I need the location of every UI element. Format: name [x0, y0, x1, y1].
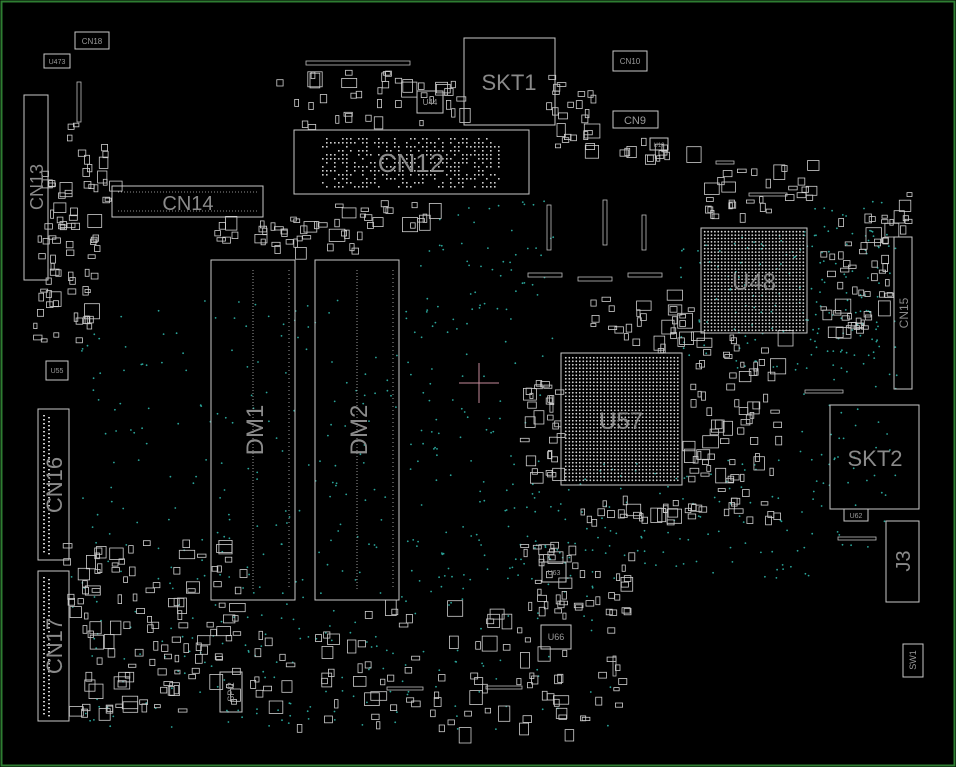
- component-sw1[interactable]: SW1: [902, 643, 924, 678]
- component-u12[interactable]: U12: [649, 137, 669, 151]
- component-u57[interactable]: U57: [560, 352, 683, 486]
- component-u55[interactable]: U55: [45, 360, 69, 381]
- component-cn14[interactable]: CN14: [111, 185, 264, 218]
- component-cn16[interactable]: CN16: [37, 408, 70, 561]
- component-u48[interactable]: U48: [700, 227, 808, 334]
- component-cn17[interactable]: CN17: [37, 570, 70, 722]
- component-label-cn17: CN17: [42, 618, 67, 674]
- component-u66[interactable]: U66: [540, 624, 572, 650]
- component-label-cn15: CN15: [897, 297, 911, 328]
- component-label-u63: U63: [548, 570, 561, 577]
- component-label-dm1: DM1: [242, 405, 269, 456]
- component-cn12[interactable]: CN12: [293, 129, 530, 195]
- component-label-dm2: DM2: [346, 405, 373, 456]
- slim-parts: [76, 60, 877, 691]
- component-dm2[interactable]: DM2: [314, 259, 400, 601]
- crosshair-cursor: [459, 363, 499, 403]
- component-dm1[interactable]: DM1: [210, 259, 296, 601]
- component-label-u66: U66: [548, 632, 565, 642]
- component-label-u12: U12: [653, 143, 665, 149]
- component-skt1[interactable]: SKT1: [463, 37, 556, 126]
- component-label-cn13: CN13: [27, 164, 47, 210]
- component-label-sw1: SW1: [908, 650, 918, 670]
- component-label-cn16: CN16: [42, 457, 67, 513]
- component-cn9[interactable]: CN9: [612, 110, 659, 129]
- component-label-u473: U473: [49, 59, 66, 66]
- component-label-u62: U62: [850, 513, 863, 520]
- smd-parts: [33, 69, 913, 744]
- component-u473[interactable]: U473: [43, 53, 71, 69]
- component-label-j3: J3: [893, 550, 915, 571]
- component-j3[interactable]: J3: [885, 520, 920, 603]
- component-label-cn9: CN9: [624, 115, 646, 127]
- component-u44[interactable]: U44: [416, 90, 444, 114]
- component-label-cn10: CN10: [620, 57, 641, 66]
- component-label-u57: U57: [599, 408, 643, 435]
- component-spi2[interactable]: SPI2: [219, 671, 243, 713]
- component-label-u44: U44: [423, 98, 438, 107]
- component-label-skt2: SKT2: [847, 446, 902, 471]
- component-label-skt1: SKT1: [481, 70, 536, 95]
- component-label-spi2: SPI2: [226, 682, 236, 702]
- component-cn13[interactable]: CN13: [23, 94, 49, 281]
- component-cn18[interactable]: CN18: [74, 31, 110, 50]
- component-cn15[interactable]: CN15: [893, 236, 913, 390]
- component-label-cn14: CN14: [162, 193, 213, 215]
- component-label-u48: U48: [732, 269, 776, 296]
- via-field: [60, 200, 898, 730]
- component-label-u55: U55: [51, 368, 64, 375]
- component-u62[interactable]: U62: [843, 508, 869, 522]
- component-skt2[interactable]: SKT2: [829, 404, 920, 510]
- component-label-cn18: CN18: [82, 37, 103, 46]
- component-label-cn12: CN12: [378, 148, 444, 178]
- component-cn10[interactable]: CN10: [612, 50, 648, 72]
- component-u63[interactable]: U63: [541, 561, 567, 583]
